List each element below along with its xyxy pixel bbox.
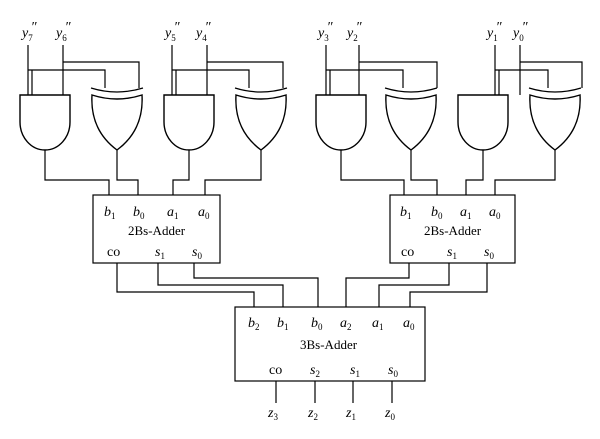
and-gate-icon	[315, 94, 367, 151]
input-labels: y7″ y6″ y5″ y4″ y3″ y2″ y1″ y0″	[20, 20, 528, 43]
adder-right-box	[389, 194, 516, 264]
input-label-y4: y4″	[194, 20, 211, 43]
xor-gate-icon	[384, 87, 438, 151]
input-wires	[27, 45, 583, 95]
adder-right-input-b1: b1	[400, 205, 412, 221]
adder-left-input-a1: a1	[167, 205, 179, 221]
adder-left: b1 b0 a1 a0 2Bs-Adder co s1 s0	[92, 194, 221, 264]
adder-bottom: b2 b1 b0 a2 a1 a0 3Bs-Adder co s2 s1 s0	[234, 306, 426, 382]
adder-left-input-b0: b0	[133, 205, 145, 221]
adder-interconnect-wires	[116, 263, 488, 307]
adder-right-title: 2Bs-Adder	[424, 223, 482, 238]
adder-right-input-a1: a1	[460, 205, 472, 221]
adder-bottom-output-s1: s1	[350, 363, 360, 379]
adder-bottom-input-b1: b1	[277, 316, 289, 332]
input-label-y6: y6″	[54, 20, 71, 43]
adder-left-output-co: co	[107, 245, 120, 260]
and-gate-icon	[19, 94, 71, 151]
adder-bottom-title: 3Bs-Adder	[300, 337, 358, 352]
input-label-y7: y7″	[20, 20, 37, 43]
adder-left-box	[92, 194, 221, 264]
xor-gate-icon	[90, 87, 144, 151]
output-label-z3: z3	[267, 406, 278, 422]
input-label-y2: y2″	[345, 20, 362, 43]
and-gate-icon	[457, 94, 509, 151]
adder-right-output-s0: s0	[484, 245, 494, 261]
adder-left-output-s1: s1	[155, 245, 165, 261]
final-output-wires	[275, 381, 393, 403]
adder-bottom-input-b0: b0	[311, 316, 323, 332]
adder-right-output-co: co	[401, 245, 414, 260]
adder-right-input-a0: a0	[489, 205, 501, 221]
adder-bottom-output-s0: s0	[388, 363, 398, 379]
gate-output-wires	[44, 150, 556, 195]
adder-bottom-box	[234, 306, 426, 382]
xor-gate-icon	[528, 87, 582, 151]
adder-bottom-output-s2: s2	[310, 363, 320, 379]
and-gate-icon	[163, 94, 215, 151]
adder-left-input-b1: b1	[104, 205, 116, 221]
output-label-z1: z1	[345, 406, 356, 422]
adder-left-title: 2Bs-Adder	[128, 223, 186, 238]
xor-gate-icon	[234, 87, 288, 151]
output-label-z0: z0	[384, 406, 395, 422]
adder-bottom-input-a0: a0	[403, 316, 415, 332]
adder-right: b1 b0 a1 a0 2Bs-Adder co s1 s0	[389, 194, 516, 264]
logic-gates	[19, 87, 582, 151]
adder-bottom-input-a1: a1	[372, 316, 384, 332]
adder-bottom-output-co: co	[269, 363, 282, 378]
input-label-y1: y1″	[485, 20, 502, 43]
adder-bottom-input-a2: a2	[340, 316, 352, 332]
input-label-y5: y5″	[163, 20, 180, 43]
adder-left-output-s0: s0	[192, 245, 202, 261]
input-label-y3: y3″	[316, 20, 333, 43]
input-label-y0: y0″	[511, 20, 528, 43]
output-label-z2: z2	[307, 406, 318, 422]
adder-right-output-s1: s1	[447, 245, 457, 261]
adder-left-input-a0: a0	[198, 205, 210, 221]
adder-bottom-input-b2: b2	[248, 316, 260, 332]
adder-right-input-b0: b0	[431, 205, 443, 221]
final-output-labels: z3 z2 z1 z0	[267, 406, 395, 422]
